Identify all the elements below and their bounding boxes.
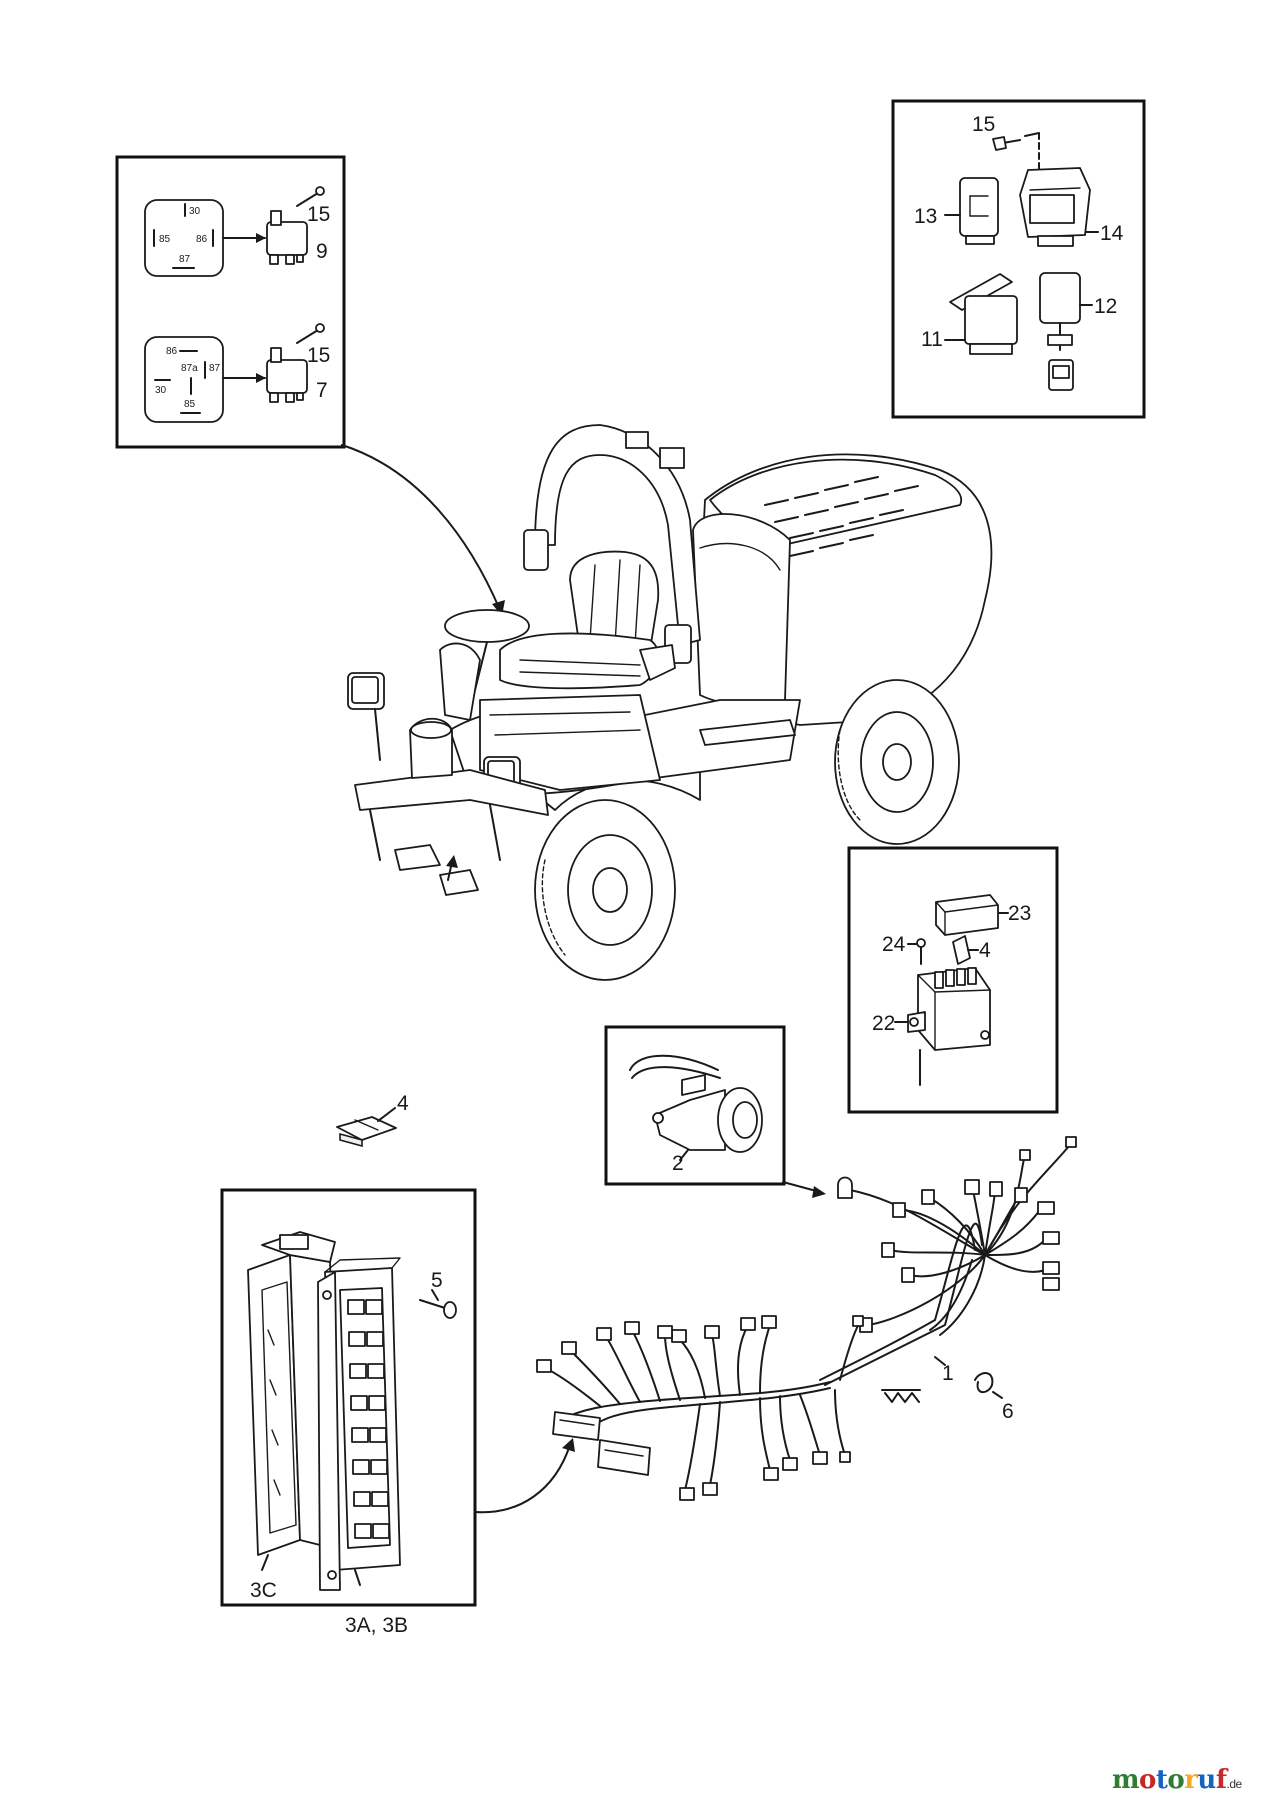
roll-over-bar — [523, 424, 701, 664]
steering-wheel — [439, 609, 530, 721]
module-inset-frame: 15 13 14 11 12 — [891, 99, 1146, 419]
callout-24: 24 — [882, 933, 906, 956]
logo-letter: m — [1112, 1765, 1140, 1795]
callout-14: 14 — [1100, 222, 1124, 245]
screw-5 — [419, 1299, 457, 1319]
callout-6: 6 — [1002, 1400, 1014, 1423]
callout-4-inset: 4 — [979, 939, 991, 962]
fuse-holder-22 — [907, 967, 991, 1051]
fuse-cover-23 — [935, 894, 999, 936]
relay-9-part — [266, 210, 308, 265]
horn-2 — [629, 1054, 763, 1153]
horn-inset-frame: 2 — [604, 1025, 786, 1186]
callout-15-c: 15 — [972, 113, 995, 136]
motoruf-logo: motoruf.de — [1112, 1765, 1242, 1795]
operator-seat — [499, 550, 676, 690]
callout-7: 7 — [316, 379, 328, 402]
blade-fuse-4 — [336, 1116, 397, 1148]
logo-letter: o — [1167, 1765, 1185, 1795]
relay9-pin-85: 85 — [159, 234, 171, 245]
callout-9: 9 — [316, 240, 328, 263]
relay7-pin-86: 86 — [166, 346, 178, 357]
callout-3c: 3C — [250, 1579, 277, 1602]
logo-letter: r — [1184, 1765, 1198, 1795]
timer-relay-12 — [1039, 272, 1081, 391]
relay-module-13 — [959, 177, 999, 245]
callout-1: 1 — [942, 1362, 954, 1385]
ride-on-tractor — [347, 424, 993, 981]
fuse-slots — [347, 1299, 390, 1539]
callout-11: 11 — [921, 328, 943, 351]
engine-hood-vents — [764, 476, 919, 557]
logo-letter: u — [1197, 1765, 1216, 1795]
relay9-pin-30: 30 — [189, 206, 201, 217]
callout-15-a: 15 — [307, 203, 330, 226]
relay-7-part — [266, 347, 308, 403]
relay9-pin-86: 86 — [196, 234, 208, 245]
cable-clip-6 — [974, 1372, 994, 1394]
callout-23: 23 — [1008, 902, 1031, 925]
fuse-4-inset — [952, 935, 971, 965]
harness-bottom-bundle — [536, 1315, 864, 1501]
relay7-pin-85: 85 — [184, 399, 196, 410]
harness-top-bundle — [837, 1136, 1077, 1333]
callout-12: 12 — [1094, 295, 1117, 318]
callout-13: 13 — [914, 205, 937, 228]
callout-15-b: 15 — [307, 344, 330, 367]
screw-15-b — [296, 323, 325, 344]
module-bracket-14 — [1019, 167, 1091, 247]
relay9-pin-87: 87 — [179, 254, 191, 265]
relay7-pin-87a: 87a — [181, 363, 198, 374]
callout-2: 2 — [672, 1152, 684, 1175]
screw-15-a — [296, 186, 325, 207]
front-wheel — [534, 799, 676, 981]
screw-15-c — [992, 132, 1040, 176]
screw-24 — [916, 938, 926, 965]
relay7-pin-30: 30 — [155, 385, 167, 396]
logo-domain: .de — [1226, 1777, 1243, 1791]
logo-letter: o — [1139, 1765, 1156, 1795]
callout-4-loose: 4 — [397, 1092, 409, 1115]
callout-22: 22 — [872, 1012, 895, 1035]
fuse-box-3a-3b — [317, 1257, 401, 1591]
logo-letter: t — [1155, 1765, 1168, 1795]
logo-letter: f — [1215, 1765, 1227, 1795]
callout-3a-3b: 3A, 3B — [345, 1614, 408, 1637]
relay-inset-frame: 30 85 86 87 86 87a 87 30 85 — [115, 155, 346, 449]
fuse-box-inset-frame: 5 3C 3A, 3B — [220, 1188, 477, 1637]
rear-wheel — [834, 679, 960, 845]
callout-5: 5 — [431, 1269, 443, 1292]
work-light-left — [347, 672, 385, 761]
fuse-holder-inset-frame: 23 24 4 22 — [847, 846, 1059, 1114]
flasher-unit-11 — [949, 273, 1018, 355]
relay7-pin-87: 87 — [209, 363, 221, 374]
wiring-harness-1 — [536, 1136, 1077, 1501]
